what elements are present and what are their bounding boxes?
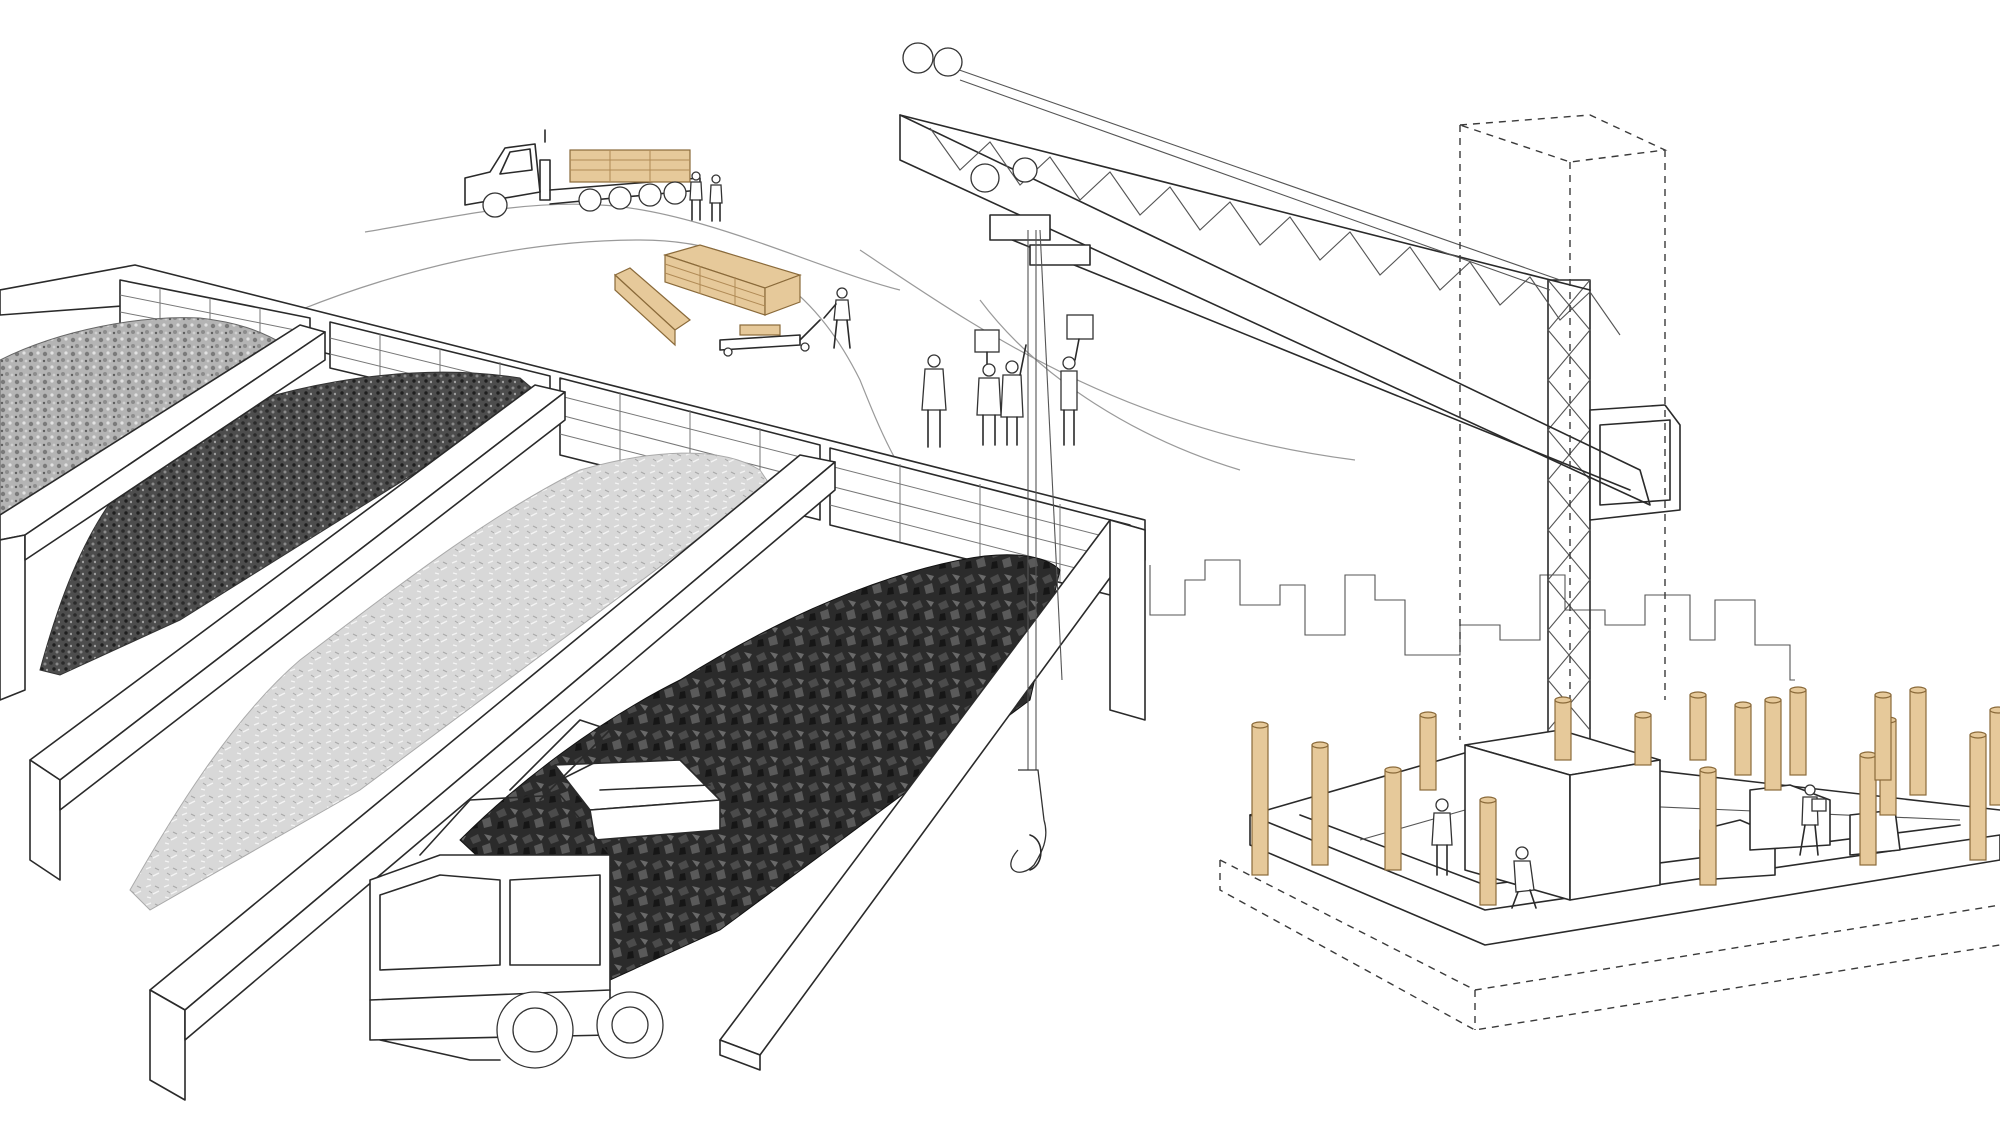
person-icon (709, 174, 723, 222)
timber-pile-top (1789, 686, 1807, 694)
person-icon (974, 329, 1002, 446)
timber-pile (1874, 694, 1892, 781)
timber-pile-top (1251, 721, 1269, 729)
protesters (921, 314, 1094, 448)
timber-pile-top (1764, 696, 1782, 704)
crane-hook-icon (1010, 769, 1047, 873)
timber-pile (1734, 704, 1752, 776)
person-icon (823, 287, 851, 349)
timber-pile (1554, 699, 1572, 761)
truck-icon (464, 129, 701, 218)
timber-pile-top (1989, 706, 2000, 714)
timber-pile (1384, 769, 1402, 871)
timber-pile (1419, 714, 1437, 791)
timber-pile-top (1874, 691, 1892, 699)
timber-pile-top (1859, 751, 1877, 759)
timber-pile-top (1311, 741, 1329, 749)
timber-pile (1699, 769, 1717, 886)
skid-steer-loader-icon (369, 719, 721, 1069)
timber-pile (1859, 754, 1877, 866)
construction-site (1219, 114, 2000, 1031)
timber-pile-top (1734, 701, 1752, 709)
timber-pile (1689, 694, 1707, 761)
person-icon (1799, 784, 1827, 856)
person-icon (1060, 314, 1094, 446)
timber-piles (1251, 686, 2000, 906)
timber-pile (1311, 744, 1329, 866)
person-icon (689, 171, 703, 221)
timber-pile-top (1554, 696, 1572, 704)
timber-pile-top (1689, 691, 1707, 699)
crane-icon (899, 42, 1681, 770)
timber-pile (1989, 709, 2000, 806)
person-icon (1431, 798, 1453, 876)
timber-stack-icon (613, 244, 802, 347)
person-icon (1511, 846, 1537, 909)
material-bins (0, 264, 1146, 1101)
timber-pile (1789, 689, 1807, 776)
timber-pile-top (1419, 711, 1437, 719)
timber-pile-top (1634, 711, 1652, 719)
sand-pile (129, 452, 771, 911)
timber-pile (1764, 699, 1782, 791)
timber-pile-top (1384, 766, 1402, 774)
person-icon (921, 354, 947, 448)
timber-pile (1479, 799, 1497, 906)
person-icon (1000, 344, 1027, 446)
timber-pile-top (1479, 796, 1497, 804)
pallet-jack-icon (719, 319, 821, 357)
timber-pile (1634, 714, 1652, 766)
timber-pile-top (1909, 686, 1927, 694)
timber-pile-top (1969, 731, 1987, 739)
timber-pile (1969, 734, 1987, 861)
city-skyline (1149, 559, 1795, 681)
timber-pile-top (1699, 766, 1717, 774)
timber-pile (1909, 689, 1927, 796)
timber-pile (1251, 724, 1269, 876)
